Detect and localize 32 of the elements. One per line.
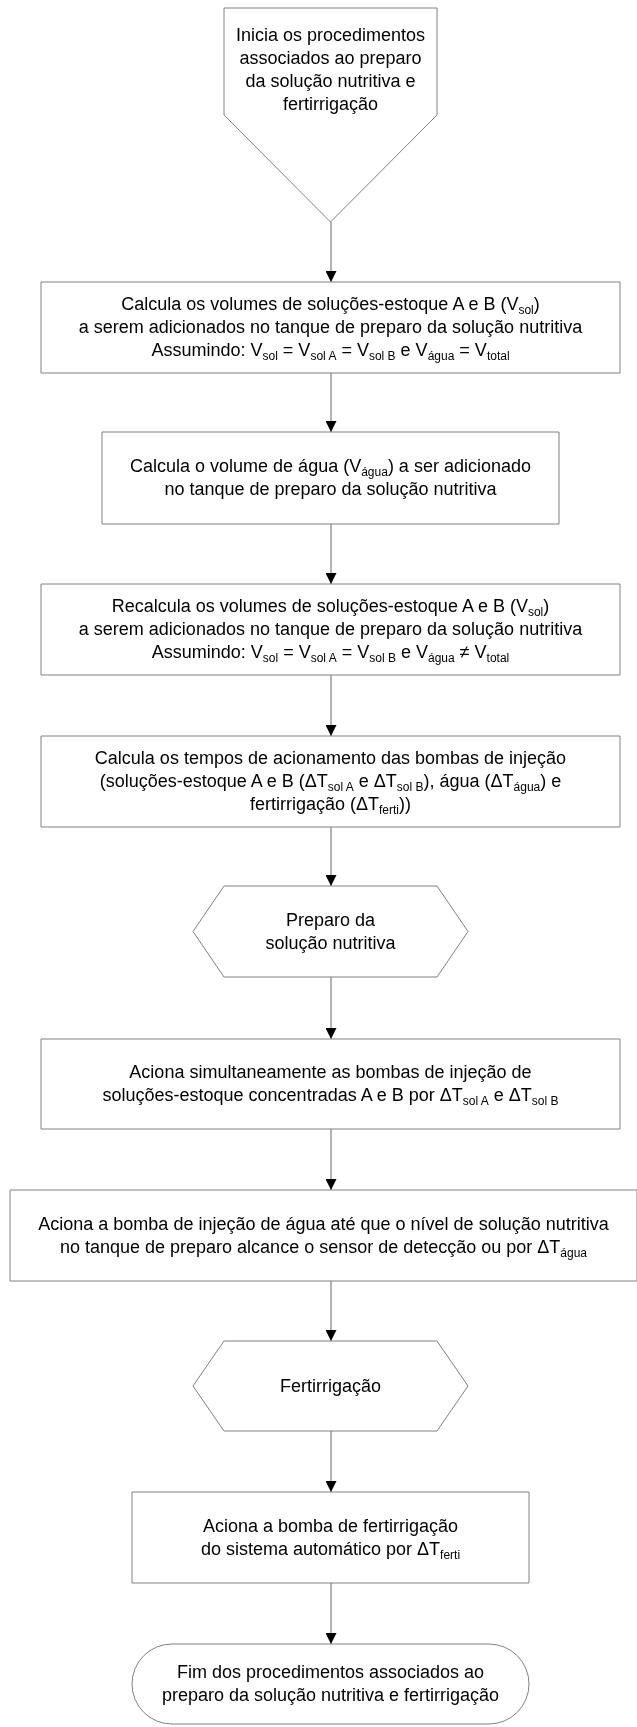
step-text: Fim dos procedimentos associados ao preparo da solução nutritiva e fertirrigação [161,1661,500,1707]
preparation-hexagon [193,1341,468,1431]
process-box [41,1039,620,1129]
arrow [325,674,337,737]
arrow [325,372,337,433]
arrow [325,221,337,283]
process-box [102,432,559,524]
process-box [41,282,620,373]
step-text: Inicia os procedimentos associados ao preparo da solução nutritiva e fertirrigação [235,24,426,116]
terminator-shape [132,1644,529,1724]
step-text: Recalcula os volumes de soluções-estoque A e B (V$_{sol}$) a serem adicionados no tanque de preparo da solução nutritiva Assumindo: V$_{sol}$ = V$_{sol A}$ = V$_{sol B}$ e V$_{água}$ ≠ V$_{total}$ [78,595,583,664]
off-page-connector [224,8,437,222]
process-box [10,1190,637,1281]
arrow [325,1128,337,1191]
step-text: Calcula os tempos de acionamento das bombas de injeção (soluções-estoque A e B (ΔT$_{sol A}$ e ΔT$_{sol B}$), água (ΔT$_{água}$) e fertirrigação (ΔT$_{ferti}$)) [94,747,567,816]
step-text: Aciona a bomba de fertirrigação do sistema automático por ΔT$_{ferti}$ [200,1514,461,1561]
arrow [325,1430,337,1493]
arrow [325,523,337,585]
step-text: Aciona simultaneamente as bombas de injeção de soluções-estoque concentradas A e B por ΔT$_{sol A}$ e ΔT$_{sol B}$ [102,1061,559,1107]
step-text: Calcula o volume de água (V$_{água}$) a ser adicionado no tanque de preparo da solução nutritiva [130,455,531,501]
process-box [41,736,620,827]
arrow [325,1280,337,1342]
arrow [325,1582,337,1645]
step-text: Preparo da solução nutritiva [265,908,396,955]
step-text: Calcula os volumes de soluções-estoque A e B (V$_{sol}$) a serem adicionados no tanque de preparo da solução nutritiva Assumindo: V$_{sol}$ = V$_{sol A}$ = V$_{sol B}$ e V$_{água}$ = V$_{total}$ [78,293,583,362]
process-box [41,584,620,675]
step-text: Fertirrigação [280,1374,381,1398]
arrow [325,976,337,1040]
step-text: Aciona a bomba de injeção de água até que o nível de solução nutritiva no tanque de preparo alcance o sensor de detecção ou por ΔT$_{água}$ [38,1212,609,1259]
arrow [325,826,337,887]
preparation-hexagon [193,886,468,977]
process-box [132,1492,529,1583]
